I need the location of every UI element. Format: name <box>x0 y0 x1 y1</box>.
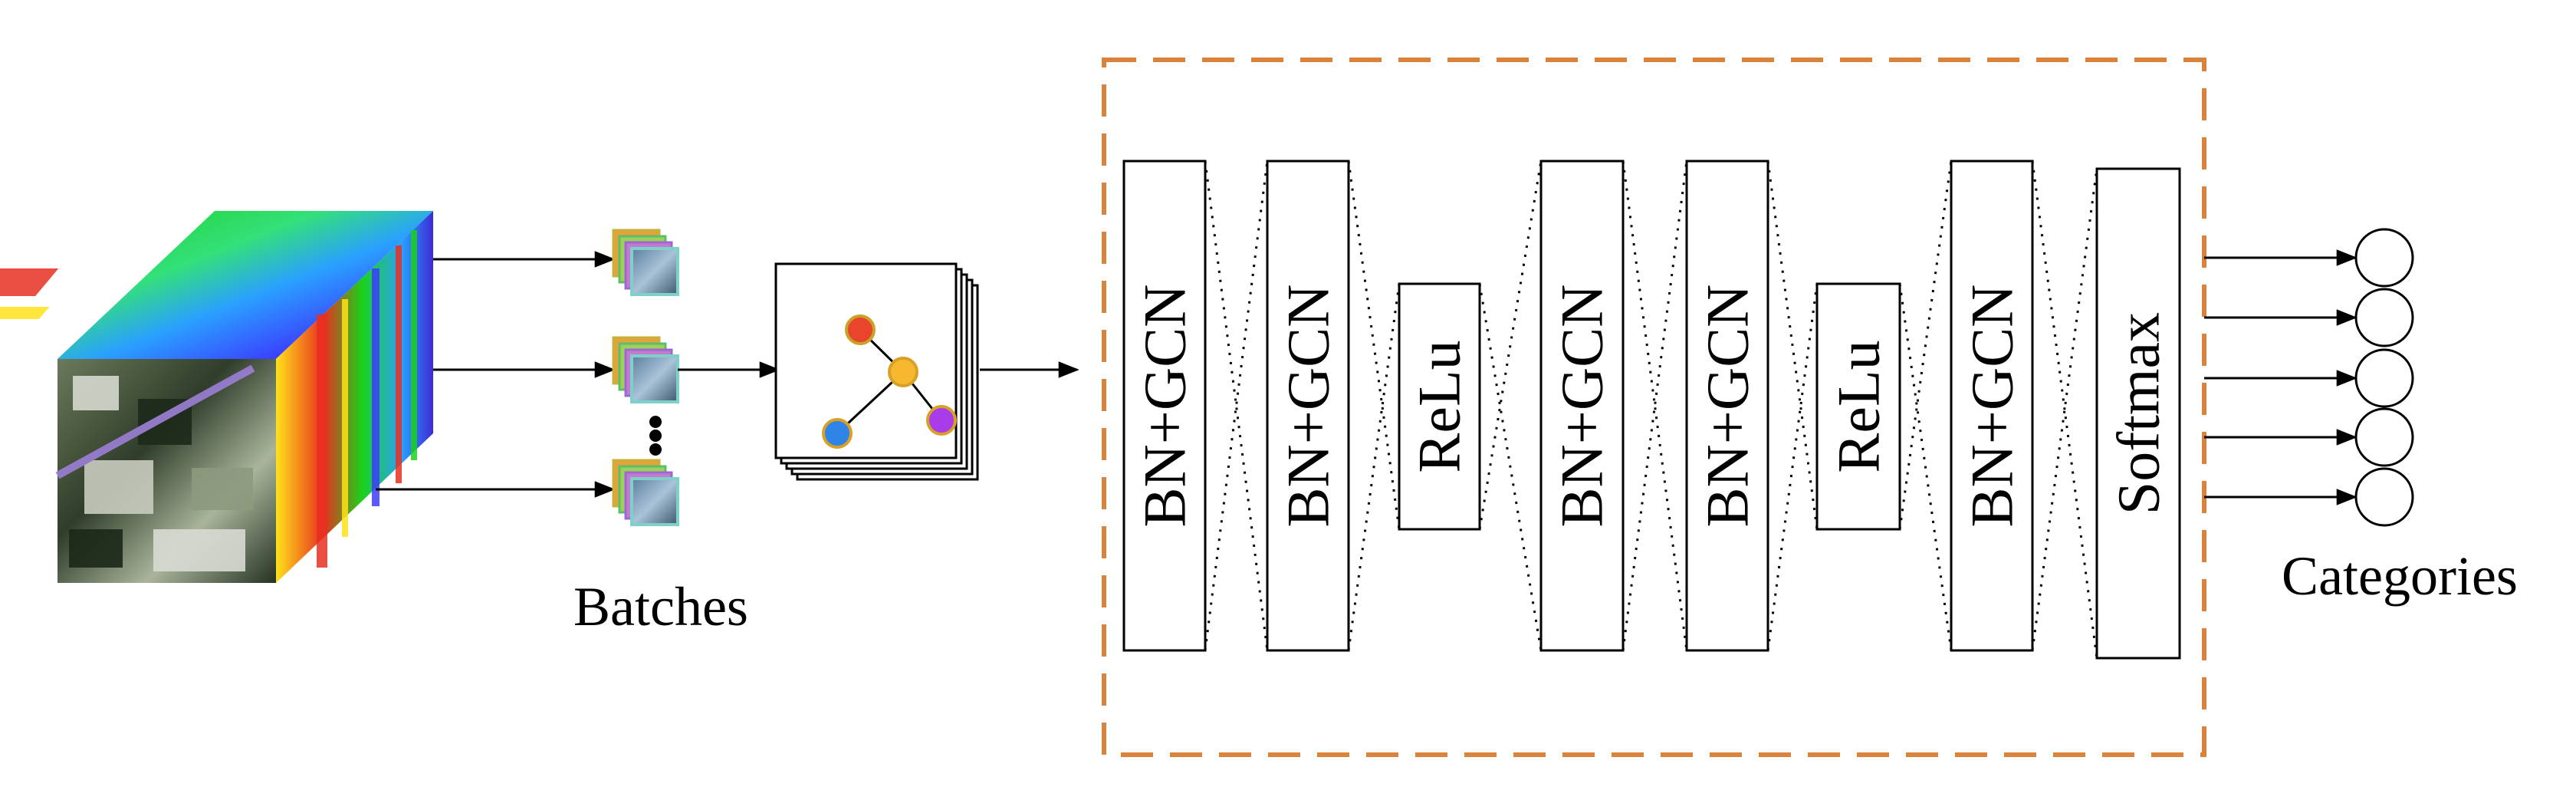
categories-label: Categories <box>2282 545 2518 607</box>
layer-label-8: Softmax <box>2105 312 2172 515</box>
network-boundary-dashed <box>1102 58 2206 757</box>
layer-connections <box>1204 160 2098 659</box>
layer-box-4 <box>1539 160 1625 652</box>
layer-box-2 <box>1266 160 1350 652</box>
output-arrows <box>2204 249 2358 505</box>
hyperspectral-cube-image <box>0 211 433 583</box>
batch-stack-3 <box>612 459 679 526</box>
graph-node-orange <box>888 357 918 387</box>
layer-label-7: BN+GCN <box>1959 284 2026 527</box>
graph-icon <box>822 314 957 449</box>
batch-stack-1 <box>612 229 679 296</box>
layer-box-8 <box>2095 167 2181 660</box>
layer-label-6: ReLu <box>1825 340 1892 472</box>
layer-box-3 <box>1398 282 1481 531</box>
batches-label: Batches <box>573 576 748 637</box>
category-node-2 <box>2354 288 2414 347</box>
layer-box-6 <box>1815 282 1901 531</box>
graph-node-purple <box>926 405 957 436</box>
layer-label-1: BN+GCN <box>1132 284 1198 527</box>
layer-box-7 <box>1950 160 2034 652</box>
network-layers <box>1122 160 2181 660</box>
layer-label-4: BN+GCN <box>1549 284 1615 527</box>
layer-label-5: BN+GCN <box>1694 284 1761 527</box>
graph-node-red <box>845 314 876 345</box>
category-nodes <box>2354 228 2414 527</box>
category-node-4 <box>2354 407 2414 467</box>
graph-node-blue <box>822 418 853 449</box>
layer-label-3: ReLu <box>1406 340 1473 472</box>
category-node-5 <box>2354 467 2414 527</box>
cube-to-batch-arrows <box>376 251 616 498</box>
batch-ellipsis-dots <box>649 416 662 456</box>
layer-box-1 <box>1122 160 1207 652</box>
layer-box-5 <box>1685 160 1769 652</box>
layer-label-2: BN+GCN <box>1275 284 1342 527</box>
graph-stack <box>774 262 979 481</box>
batch-stack-2 <box>612 336 679 403</box>
category-node-1 <box>2354 228 2414 288</box>
category-node-3 <box>2354 348 2414 408</box>
